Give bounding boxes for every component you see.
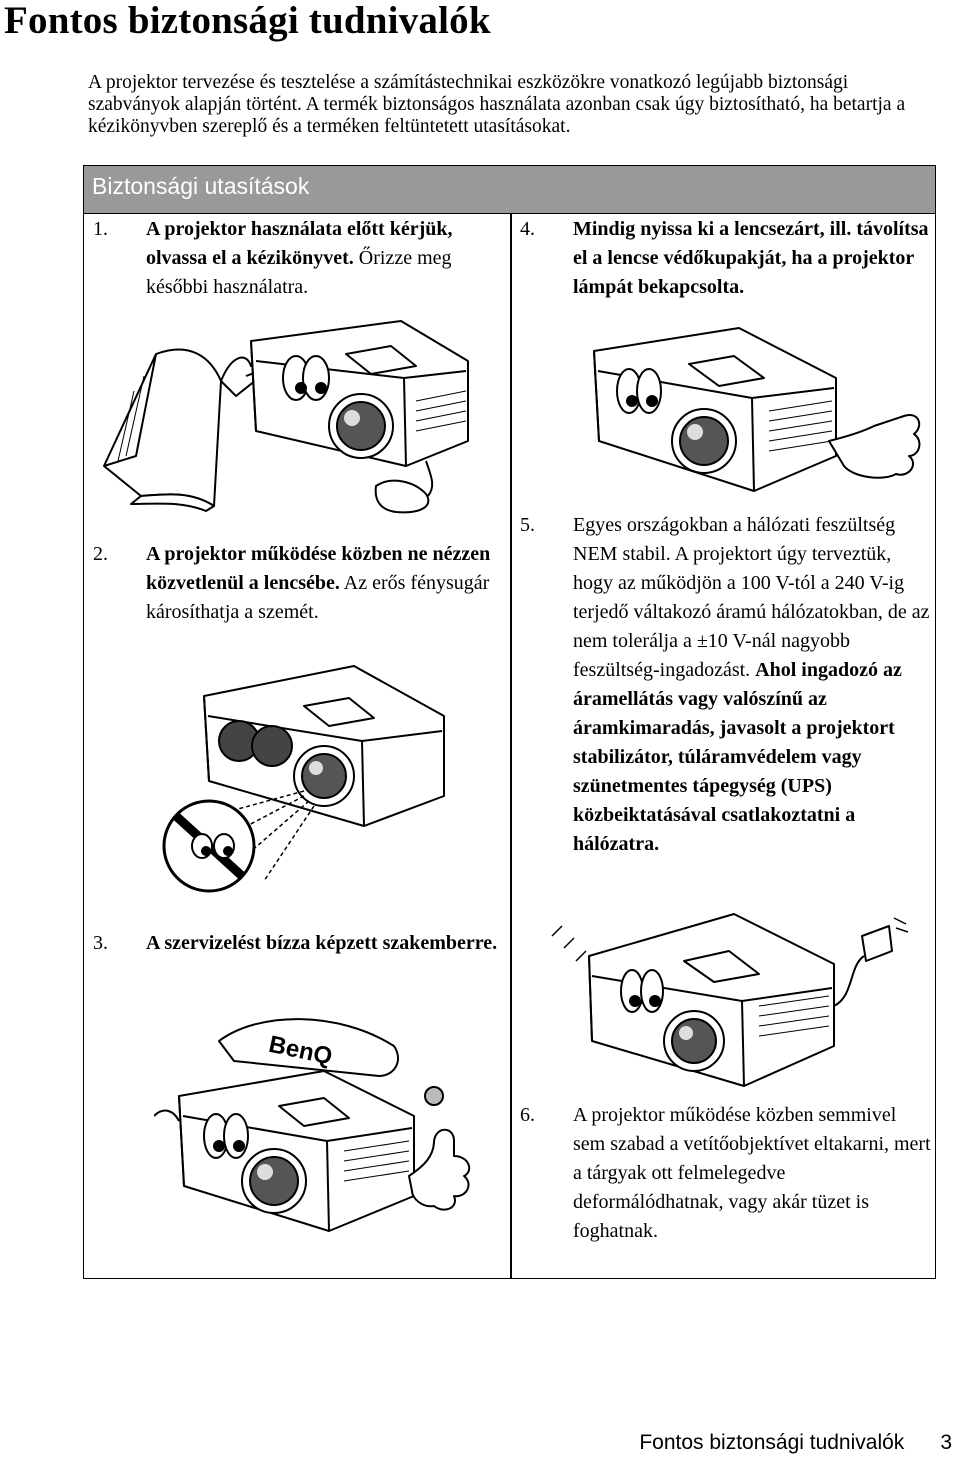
instruction-item-6: 6. A projektor működése közben semmivel … — [520, 1101, 932, 1246]
column-divider — [510, 214, 512, 1278]
item-number: 2. — [93, 543, 108, 565]
item-number: 5. — [520, 514, 535, 536]
instruction-item-4: 4. Mindig nyissa ki a lencsezárt, ill. t… — [520, 215, 930, 302]
page-number: 3 — [940, 1431, 952, 1454]
item-number: 3. — [93, 932, 108, 954]
item-number: 4. — [520, 218, 535, 240]
item-number: 1. — [93, 218, 108, 240]
item-bold-text: A szervizelést bízza képzett szakemberre… — [146, 932, 498, 954]
intro-paragraph: A projektor tervezése és tesztelése a sz… — [88, 72, 906, 137]
section-header: Biztonsági utasítások — [84, 166, 935, 214]
thumbs-up-projector-icon — [593, 327, 921, 492]
page-title: Fontos biztonsági tudnivalók — [4, 0, 491, 42]
item-bold-text: A projektor használata előtt kérjük, olv… — [146, 218, 453, 269]
instruction-item-5: 5. Egyes országokban a hálózati feszülts… — [520, 511, 932, 859]
item-bold-text: Mindig nyissa ki a lencsezárt, ill. távo… — [573, 218, 929, 298]
item-number: 6. — [520, 1104, 535, 1126]
safety-instructions-box: Biztonsági utasítások 1. A projektor has… — [83, 165, 936, 1279]
power-plug-projector-icon — [551, 913, 909, 1087]
book-projector-icon — [103, 320, 469, 514]
instruction-item-1: 1. A projektor használata előtt kérjük, … — [93, 215, 508, 302]
instruction-item-2: 2. A projektor működése közben ne nézzen… — [93, 540, 508, 627]
instruction-item-3: 3. A szervizelést bízza képzett szakembe… — [93, 929, 508, 958]
footer-label: Fontos biztonsági tudnivalók — [639, 1431, 905, 1454]
item-text: A projektor működése közben semmivel sem… — [573, 1104, 931, 1242]
item-text: Őrizze meg későbbi használatra. — [146, 247, 452, 298]
no-look-lens-icon — [162, 665, 445, 893]
page-footer: Fontos biztonsági tudnivalók 3 — [639, 1431, 952, 1455]
item-bold-text: Ahol ingadozó az áramellátás vagy valósz… — [573, 659, 902, 855]
section-header-label: Biztonsági utasítások — [92, 173, 310, 199]
benq-cap-projector-icon: BenQ — [154, 1018, 471, 1232]
item-text: Egyes országokban a hálózati feszültség … — [573, 514, 930, 681]
item-text: Az erős fénysugár károsíthatja a szemét. — [146, 572, 490, 623]
item-bold-text: A projektor működése közben ne nézzen kö… — [146, 543, 491, 594]
